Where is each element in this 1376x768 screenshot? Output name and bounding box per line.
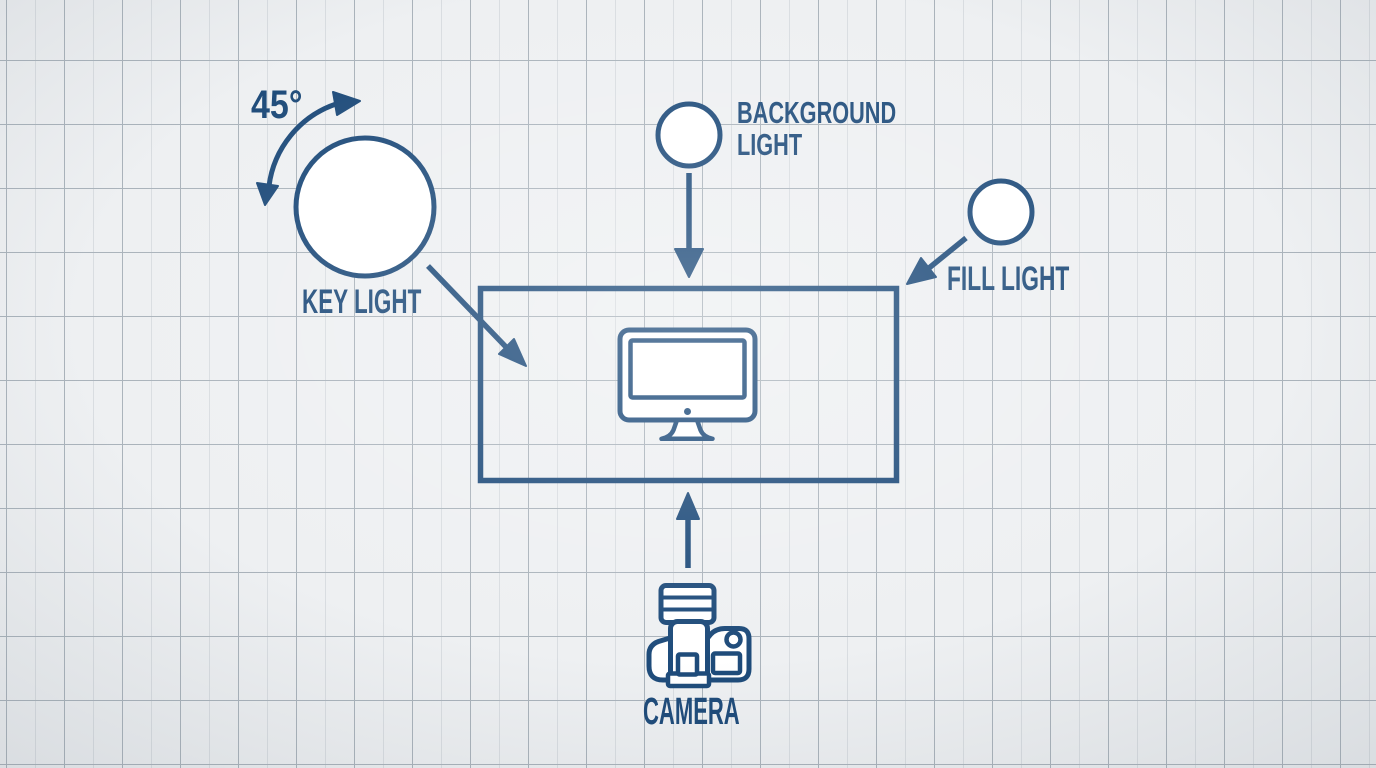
key-light-arrow-line — [426, 264, 508, 349]
rotation-arc-arrowhead-down — [256, 182, 279, 206]
key-light-circle — [293, 135, 437, 279]
fill-light-arrowhead — [906, 257, 937, 285]
rotation-arc-arrowhead-right — [332, 91, 361, 116]
fill-light-label: FILL LIGHT — [947, 260, 1070, 298]
fill-light-arrow-line — [927, 235, 968, 271]
background-light-arrowhead — [674, 248, 704, 278]
key-light-arrowhead — [498, 338, 527, 367]
subject-area-box — [477, 285, 900, 484]
angle-label: 45° — [251, 83, 303, 127]
fill-light-circle — [967, 178, 1035, 246]
camera-arrowhead — [676, 492, 700, 520]
key-light-label: KEY LIGHT — [302, 283, 422, 321]
camera-icon — [646, 583, 752, 689]
monitor-icon — [617, 327, 758, 442]
background-light-label-line1: BACKGROUND — [737, 95, 897, 130]
camera-label: CAMERA — [643, 691, 740, 733]
background-light-label: BACKGROUND LIGHT — [737, 97, 896, 161]
background-light-label-line2: LIGHT — [737, 127, 803, 162]
rotation-arc — [266, 101, 337, 187]
background-light-circle — [655, 101, 723, 169]
